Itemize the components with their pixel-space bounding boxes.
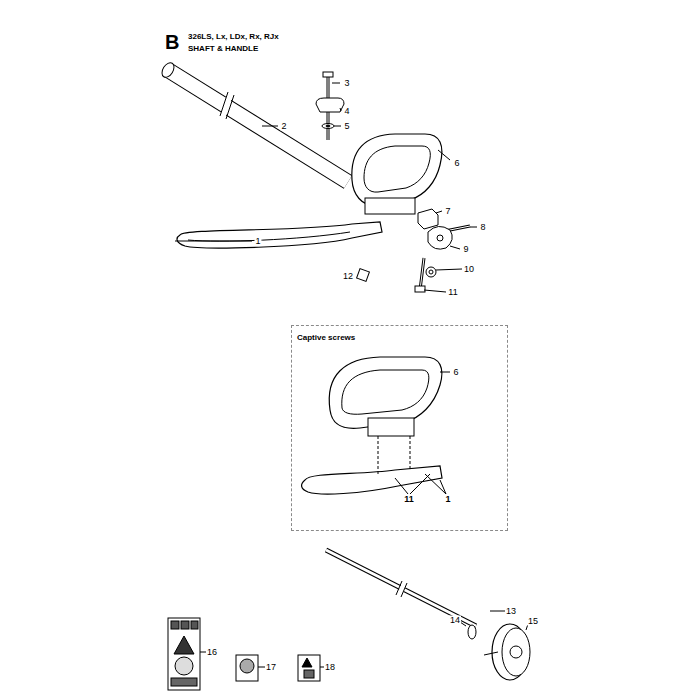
callout-number: 18 (324, 663, 336, 672)
callout-number: 15 (527, 617, 539, 626)
callout-number: 1 (444, 495, 451, 504)
callout-number: 11 (403, 495, 415, 504)
shaft-tube (160, 61, 348, 182)
callout-number: 11 (447, 288, 458, 297)
callout-number: 8 (479, 223, 486, 232)
inset-heading: Captive screws (297, 334, 355, 343)
callout-number: 7 (444, 207, 451, 216)
callout-number: 6 (453, 159, 460, 168)
callout-number: 2 (280, 122, 287, 131)
callout-number: 4 (343, 107, 350, 116)
inset-illustration (302, 357, 450, 494)
section-letter: B (164, 32, 180, 52)
callout-number: 14 (449, 616, 461, 625)
callout-number: 3 (343, 79, 350, 88)
callout-number: 12 (342, 272, 354, 281)
callout-number: 9 (462, 245, 469, 254)
callout-number: 17 (265, 663, 277, 672)
callout-number: 5 (343, 122, 350, 131)
callout-number: 13 (505, 607, 517, 616)
callout-number: 1 (254, 237, 261, 246)
callout-number: 10 (463, 265, 475, 274)
callout-number: 6 (452, 368, 459, 377)
decal-icons (168, 618, 324, 690)
model-heading: SHAFT & HANDLE (187, 45, 259, 53)
callout-number: 16 (206, 648, 218, 657)
model-heading: 326LS, Lx, LDx, Rx, RJx (187, 33, 280, 41)
inset-box: Captive screws (291, 325, 508, 531)
